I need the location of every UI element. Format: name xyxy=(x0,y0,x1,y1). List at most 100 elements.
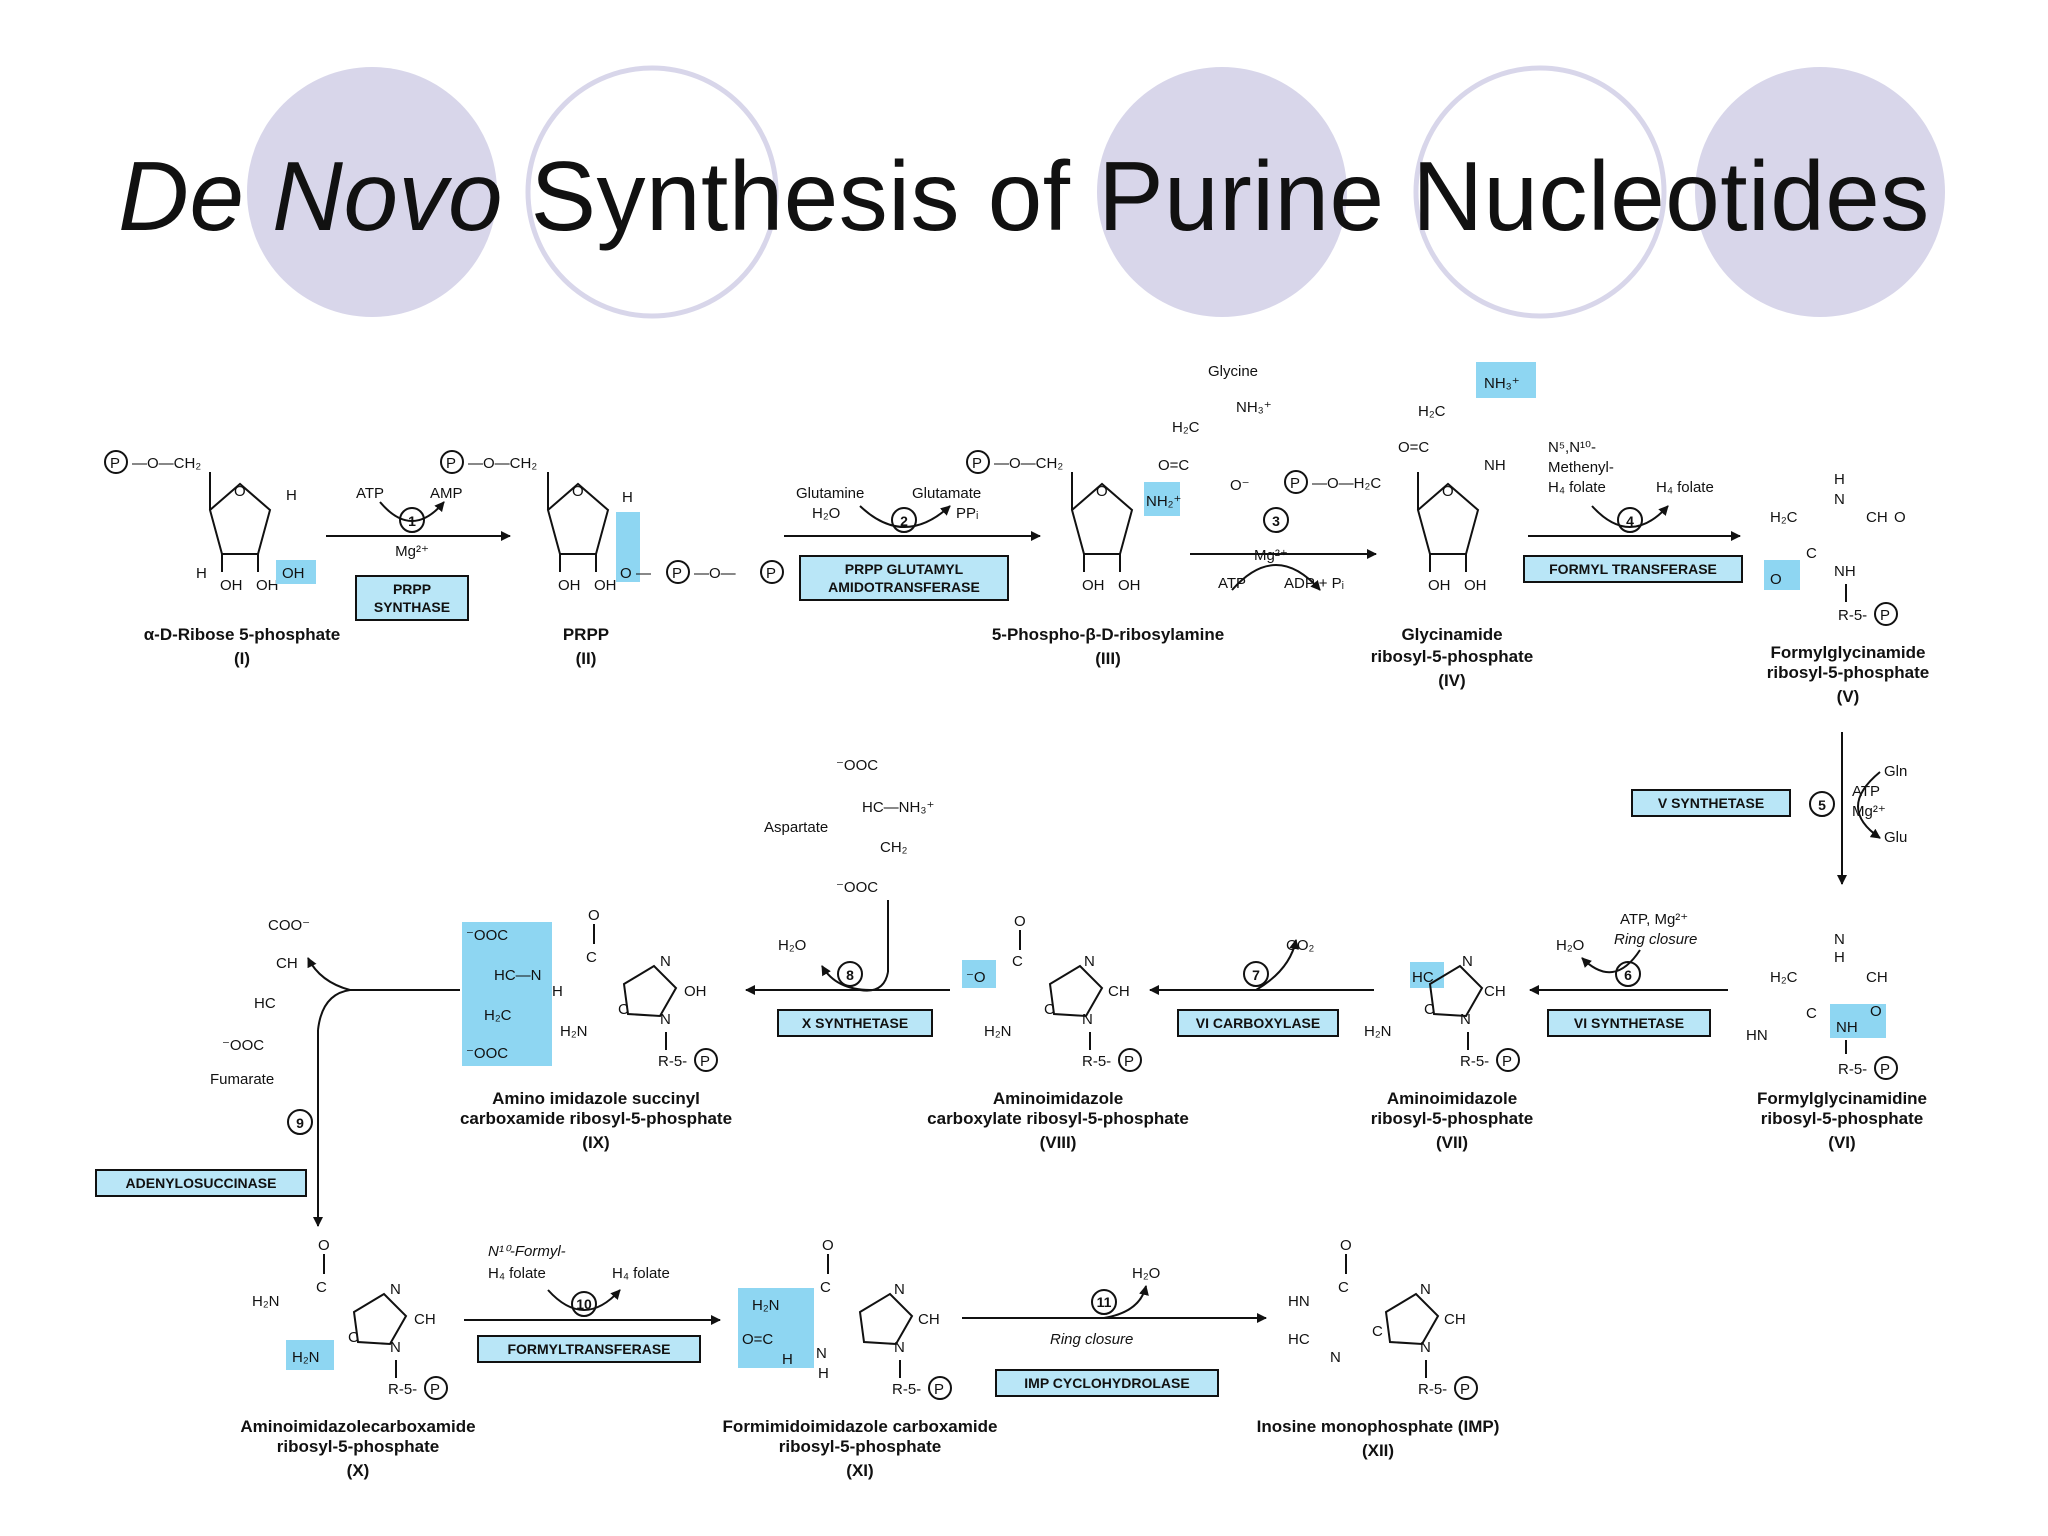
svg-text:—O—CH₂: —O—CH₂ xyxy=(132,455,201,472)
svg-text:⁻OOC: ⁻OOC xyxy=(836,879,878,896)
svg-text:—O—H₂C: —O—H₂C xyxy=(1312,475,1381,492)
enzyme1-line1: PRPP xyxy=(393,581,431,597)
step3-in: ATP xyxy=(1218,575,1246,592)
step4-in3: H₄ folate xyxy=(1548,479,1606,496)
svg-text:H: H xyxy=(782,1351,793,1368)
compound-VII-number: (VII) xyxy=(1436,1133,1468,1152)
deco-circle-filled xyxy=(1695,67,1945,317)
svg-text:—: — xyxy=(636,565,651,582)
step2-out2: PPᵢ xyxy=(956,505,978,522)
step11-h2o: H₂O xyxy=(1132,1265,1160,1282)
svg-text:NH: NH xyxy=(1834,563,1856,580)
title-rest: Synthesis of Purine Nucleotides xyxy=(502,141,1930,251)
svg-text:CH: CH xyxy=(1108,983,1130,1000)
compound-VIII-number: (VIII) xyxy=(1040,1133,1077,1152)
step2-in1: Glutamine xyxy=(796,485,864,502)
svg-text:O⁻: O⁻ xyxy=(1230,477,1250,494)
svg-text:HC: HC xyxy=(1412,969,1434,986)
step10-out: H₄ folate xyxy=(612,1265,670,1282)
compound-X-structure: O H₂N C N CH N H₂N C R-5- P xyxy=(252,1237,448,1400)
svg-text:C: C xyxy=(348,1329,359,1346)
step5-mg: Mg²⁺ xyxy=(1852,803,1886,820)
compound-III-structure: P —O—CH₂ NH₂⁺ xyxy=(966,450,1181,595)
enzyme5-line1: V SYNTHETASE xyxy=(1658,795,1764,811)
compound-IV-name: Glycinamide xyxy=(1401,625,1502,644)
svg-text:O=C: O=C xyxy=(1398,439,1429,456)
svg-text:C: C xyxy=(1424,1001,1435,1018)
svg-text:H₂N: H₂N xyxy=(984,1023,1012,1040)
svg-text:H₂N: H₂N xyxy=(560,1023,588,1040)
svg-text:N: N xyxy=(1330,1349,1341,1366)
svg-text:HC—N: HC—N xyxy=(494,967,542,984)
svg-text:N: N xyxy=(1834,931,1845,948)
svg-text:H₂N: H₂N xyxy=(292,1349,320,1366)
enzyme-box-prpp-synthase xyxy=(355,575,469,621)
svg-text:N: N xyxy=(390,1281,401,1298)
svg-text:OH: OH xyxy=(684,983,707,1000)
svg-text:C: C xyxy=(820,1279,831,1296)
step6-h2o: H₂O xyxy=(1556,937,1584,954)
compound-X-number: (X) xyxy=(347,1461,370,1480)
step5-in: Gln xyxy=(1884,763,1907,780)
svg-text:O: O xyxy=(1770,571,1782,588)
step6-ring-closure: Ring closure xyxy=(1614,931,1697,948)
step-number-6: 6 xyxy=(1624,967,1632,983)
fumarate-label: Fumarate xyxy=(210,1071,274,1088)
enzyme4-line1: FORMYL TRANSFERASE xyxy=(1549,561,1717,577)
svg-text:N: N xyxy=(816,1345,827,1362)
svg-text:N: N xyxy=(1084,953,1095,970)
enzyme8-line1: X SYNTHETASE xyxy=(802,1015,908,1031)
svg-text:⁻OOC: ⁻OOC xyxy=(222,1037,264,1054)
svg-text:OH: OH xyxy=(282,565,305,582)
step6-atp: ATP, Mg²⁺ xyxy=(1620,911,1688,928)
svg-text:H: H xyxy=(1834,471,1845,488)
step4-out: H₄ folate xyxy=(1656,479,1714,496)
compound-IX-name2: carboxamide ribosyl-5-phosphate xyxy=(460,1109,732,1128)
compound-I-number: (I) xyxy=(234,649,250,668)
compound-XII-name: Inosine monophosphate (IMP) xyxy=(1257,1417,1500,1436)
compound-I-structure: P —O—CH₂ OH H H xyxy=(104,450,316,595)
svg-text:NH: NH xyxy=(1836,1019,1858,1036)
svg-text:P: P xyxy=(1502,1053,1512,1070)
svg-text:N: N xyxy=(660,953,671,970)
svg-text:CH: CH xyxy=(1866,969,1888,986)
step-number-4: 4 xyxy=(1626,513,1634,529)
compound-II-structure: P —O—CH₂ O — P —O— P H xyxy=(440,450,784,595)
svg-text:H: H xyxy=(286,487,297,504)
enzyme-box-x-synthetase xyxy=(777,1009,933,1037)
compound-II-name: PRPP xyxy=(563,625,609,644)
compound-V-structure: H N H₂C CH O C O NH R-5- P xyxy=(1764,471,1906,626)
aspartate-label: Aspartate xyxy=(764,819,828,836)
compound-XI-structure: H₂N O=C H O C N H N CH N R-5- P xyxy=(738,1237,952,1400)
step-number-9: 9 xyxy=(296,1115,304,1131)
enzyme-box-prpp-glutamyl-amidotransferase xyxy=(799,555,1009,601)
enzyme-box-adenylosuccinase xyxy=(95,1169,307,1197)
svg-text:NH: NH xyxy=(1484,457,1506,474)
svg-text:CH₂: CH₂ xyxy=(880,839,908,856)
step-number-7: 7 xyxy=(1252,967,1260,983)
svg-text:CH: CH xyxy=(414,1311,436,1328)
deco-circle-outline xyxy=(525,65,779,319)
enzyme2-line1: PRPP GLUTAMYL xyxy=(845,561,964,577)
svg-text:C: C xyxy=(1372,1323,1383,1340)
compound-IX-structure: ⁻OOC HC—N H H₂C ⁻OOC O C N OH N H₂N C R-… xyxy=(462,907,718,1072)
enzyme9-line1: ADENYLOSUCCINASE xyxy=(126,1175,277,1191)
svg-text:—O—CH₂: —O—CH₂ xyxy=(994,455,1063,472)
step2-in2: H₂O xyxy=(812,505,840,522)
enzyme2-line2: AMIDOTRANSFERASE xyxy=(828,579,980,595)
svg-text:NH₂⁺: NH₂⁺ xyxy=(1146,493,1181,510)
compound-VII-structure: HC N CH N H₂N C R-5- P xyxy=(1364,953,1520,1072)
decorative-circles xyxy=(247,65,1945,319)
svg-text:H: H xyxy=(196,565,207,582)
svg-text:CH: CH xyxy=(1484,983,1506,1000)
svg-text:O: O xyxy=(318,1237,330,1254)
svg-text:N: N xyxy=(894,1339,905,1356)
svg-text:P: P xyxy=(766,565,776,582)
svg-text:P: P xyxy=(1290,475,1300,492)
svg-text:R-5-: R-5- xyxy=(892,1381,921,1398)
glycine-label: Glycine xyxy=(1208,363,1258,380)
enzyme-box-imp-cyclohydrolase xyxy=(995,1369,1219,1397)
svg-text:P: P xyxy=(934,1381,944,1398)
compound-III-number: (III) xyxy=(1095,649,1121,668)
enzyme-box-formyl-transferase xyxy=(1523,555,1743,583)
